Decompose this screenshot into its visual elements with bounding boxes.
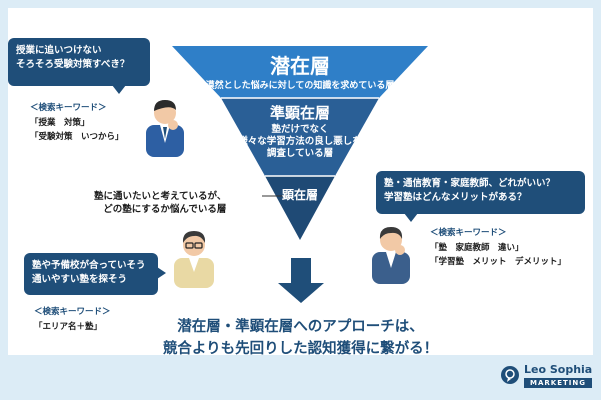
speech-bubble-right: 塾・通信教育・家庭教師、どれがいい？ 学習塾はどんなメリットがある？ bbox=[376, 171, 585, 222]
bubble-tail bbox=[157, 267, 166, 279]
keyword-item: 「授業 対策」 bbox=[30, 118, 90, 128]
logo-name: Leo Sophia bbox=[524, 363, 593, 376]
middle-layer-title: 準顕在層 bbox=[269, 104, 330, 122]
funnel-middle-layer bbox=[221, 98, 379, 176]
leo-sophia-logo-icon bbox=[501, 366, 519, 384]
funnel-top-layer bbox=[172, 46, 428, 98]
businessman-thinking-icon bbox=[146, 100, 184, 157]
top-layer-subtitle: 漠然とした悩みに対しての知識を求めている層 bbox=[205, 81, 395, 91]
conclusion-line-1: 潜在層・準顕在層へのアプローチは、 bbox=[177, 319, 424, 335]
bubble-line: 授業に追いつけない bbox=[16, 45, 102, 56]
top-layer-title: 潜在層 bbox=[270, 54, 330, 78]
middle-layer-subtitle: 塾だけでなく 様々な学習方法の良し悪しを 調査している層 bbox=[230, 124, 370, 160]
man-worried-icon bbox=[372, 227, 410, 284]
keyword-heading-right: ＜検索キーワード＞ bbox=[430, 228, 507, 238]
keyword-item: 「塾 家庭教師 違い」 bbox=[430, 243, 524, 253]
bubble-line: 通いやすい塾を探そう bbox=[32, 274, 128, 285]
caption-line: 塾に通いたいと考えているが、 bbox=[94, 191, 227, 202]
middle-subtitle-line: 様々な学習方法の良し悪しを bbox=[238, 136, 362, 147]
bubble-line: 学習塾はどんなメリットがある？ bbox=[384, 192, 527, 203]
keyword-item: 「受験対策 いつから」 bbox=[30, 132, 124, 142]
down-arrow-icon bbox=[278, 258, 324, 303]
middle-subtitle-line: 塾だけでなく bbox=[271, 124, 329, 135]
conclusion-line-2: 競合よりも先回りした認知獲得に繋がる！ bbox=[162, 341, 439, 357]
caption-line: どの塾にするか悩んでいる層 bbox=[103, 204, 227, 215]
logo-tagline: MARKETING bbox=[524, 378, 592, 388]
bubble-line: そろそろ受験対策すべき？ bbox=[16, 59, 130, 70]
bubble-tail bbox=[404, 213, 418, 222]
keyword-item: 「学習塾 メリット デメリット」 bbox=[430, 257, 567, 267]
bottom-layer-caption: 塾に通いたいと考えているが、 どの塾にするか悩んでいる層 bbox=[94, 190, 226, 216]
keyword-heading-bottom-left: ＜検索キーワード＞ bbox=[34, 307, 111, 317]
keyword-heading-top-left: ＜検索キーワード＞ bbox=[30, 103, 107, 113]
bubble-tail bbox=[112, 85, 126, 94]
middle-subtitle-line: 調査している層 bbox=[266, 148, 334, 159]
bubble-line: 塾・通信教育・家庭教師、どれがいい？ bbox=[384, 178, 556, 189]
man-glasses-icon bbox=[174, 231, 214, 288]
speech-bubble-bottom-left: 塾や予備校が合っていそう 通いやすい塾を探そう bbox=[24, 253, 166, 295]
bottom-layer-title: 顕在層 bbox=[281, 188, 318, 202]
funnel-bottom-layer bbox=[265, 176, 335, 240]
speech-bubble-top-left: 授業に追いつけない そろそろ受験対策すべき？ bbox=[8, 38, 150, 94]
keyword-item: 「エリア名＋塾」 bbox=[34, 322, 103, 332]
bubble-line: 塾や予備校が合っていそう bbox=[32, 260, 146, 271]
